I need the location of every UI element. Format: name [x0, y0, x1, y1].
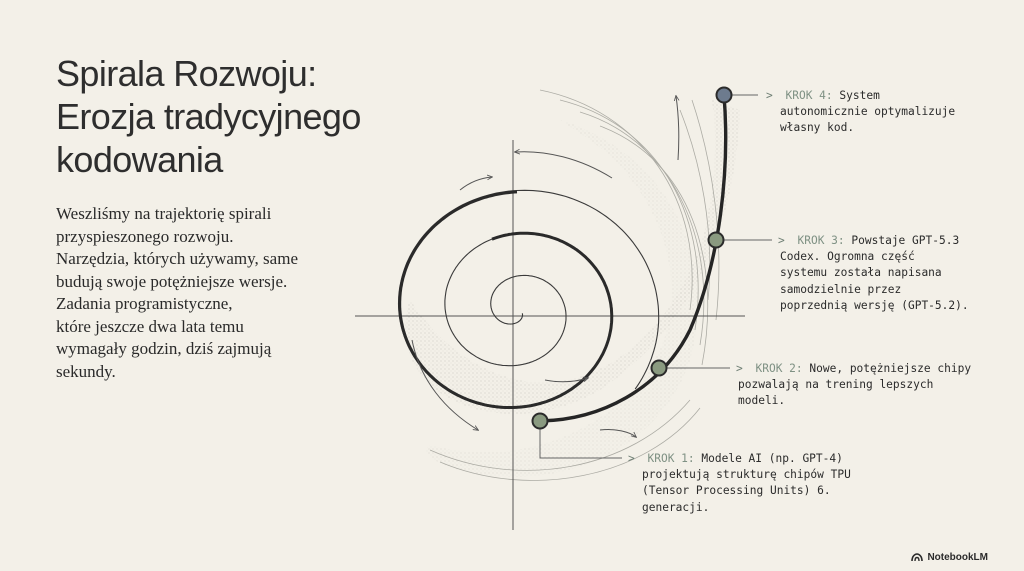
leader-line-step-1 [539, 421, 622, 459]
step-3-text-line: Powstaje GPT-5.3 [851, 234, 960, 247]
notebooklm-logo-icon [911, 553, 924, 562]
intro-line: Weszliśmy na trajektorię spirali [56, 204, 272, 223]
step-4-label: KROK 4: [785, 89, 833, 102]
step-arrow: > [766, 89, 773, 102]
title-line-1: Spirala Rozwoju: [56, 53, 317, 94]
stipple-shading [405, 100, 740, 414]
intro-line: które jeszcze dwa lata temu [56, 316, 244, 336]
intro-line: wymagały godzin, dziś zajmują [56, 339, 272, 358]
step-4-text-line: autonomicznie optymalizuje [780, 105, 956, 119]
intro-paragraph: Weszliśmy na trajektorię spirali przyspi… [56, 203, 356, 383]
sketch-strokes [429, 89, 720, 481]
step-arrow: > [736, 362, 743, 375]
step-arrow: > [628, 452, 635, 465]
step-1-text-line: Modele AI (np. GPT-4) [701, 452, 843, 465]
step-1-text-line: generacji. [642, 500, 710, 514]
intro-line: sekundy. [56, 361, 116, 381]
intro-line: przyspieszonego rozwoju. [56, 226, 234, 246]
leader-lines [539, 94, 772, 459]
step-2-text-line: Nowe, potężniejsze chipy [809, 362, 972, 375]
step-1-node [531, 412, 549, 430]
intro-line: Zadania programistyczne, [56, 294, 233, 313]
step-3-node [707, 231, 725, 249]
brand-name: NotebookLM [927, 552, 988, 563]
step-1-label: KROK 1: [647, 452, 695, 465]
step-3-text-line: samodzielnie przez [780, 282, 902, 296]
step-1-text-line: (Tensor Processing Units) 6. [642, 484, 831, 498]
step-2-label: KROK 2: [755, 362, 803, 375]
direction-arrows [411, 96, 679, 437]
title-line-3: kodowania [56, 139, 223, 180]
step-3-text-line: systemu została napisana [780, 266, 942, 280]
title-line-2: Erozja tradycyjnego [56, 96, 361, 137]
step-arrow: > [778, 234, 785, 247]
step-4-node [715, 86, 733, 104]
step-4-text-line: własny kod. [780, 121, 855, 135]
step-3-text-line: poprzednią wersję (GPT-5.2). [780, 298, 969, 312]
step-2-text-line: pozwalają na trening lepszych [738, 378, 934, 392]
intro-line: Narzędzia, których używamy, same [56, 249, 298, 268]
step-1-annotation: > KROK 1: Modele AI (np. GPT-4) projektu… [628, 451, 851, 516]
step-3-annotation: > KROK 3: Powstaje GPT-5.3 Codex. Ogromn… [778, 233, 969, 314]
step-4-annotation: > KROK 4: System autonomicznie optymaliz… [766, 88, 955, 137]
intro-line: budują swoje potężniejsze wersje. [56, 271, 288, 291]
brand-watermark: NotebookLM [911, 552, 988, 563]
step-3-text-line: Codex. Ogromna część [780, 250, 915, 264]
step-4-text-line: System [839, 89, 880, 102]
step-3-label: KROK 3: [797, 234, 845, 247]
outer-trajectory [538, 93, 728, 423]
step-1-text-line: projektują strukturę chipów TPU [642, 468, 851, 482]
step-2-node [650, 359, 668, 377]
step-2-annotation: > KROK 2: Nowe, potężniejsze chipy pozwa… [736, 361, 971, 410]
step-2-text-line: modeli. [738, 394, 786, 408]
spiral-thick [398, 190, 614, 409]
page-title: Spirala Rozwoju: Erozja tradycyjnego kod… [56, 52, 436, 181]
